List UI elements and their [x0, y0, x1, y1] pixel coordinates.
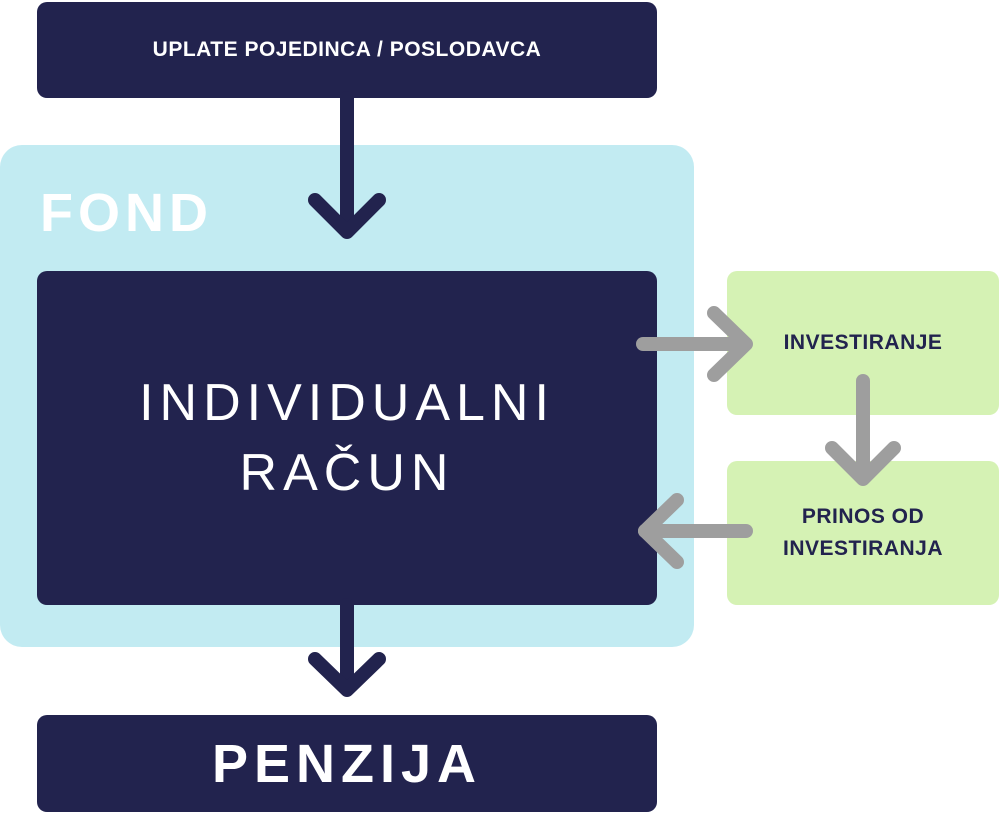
investing-label: INVESTIRANJE — [783, 331, 943, 354]
account-line2: RAČUN — [239, 444, 455, 502]
fund-label: FOND — [40, 183, 213, 243]
arrow-right-to-investing — [636, 306, 753, 382]
returns-line1: PRINOS OD — [801, 505, 925, 528]
returns-line2: INVESTIRANJA — [782, 537, 944, 560]
returns-box: PRINOS OD INVESTIRANJA — [727, 461, 999, 605]
arrow-down-to-account — [308, 91, 386, 239]
contributions-label: UPLATE POJEDINCA / POSLODAVCA — [152, 38, 542, 61]
pension-label: PENZIJA — [211, 733, 483, 794]
account-line1: INDIVIDUALNI — [139, 374, 555, 432]
arrow-down-to-returns — [825, 374, 901, 486]
pension-box: PENZIJA — [37, 715, 657, 812]
individual-account-box: INDIVIDUALNI RAČUN — [37, 271, 657, 605]
arrow-down-to-pension — [308, 598, 386, 697]
contributions-box: UPLATE POJEDINCA / POSLODAVCA — [37, 2, 657, 98]
arrow-left-to-account — [638, 493, 753, 569]
